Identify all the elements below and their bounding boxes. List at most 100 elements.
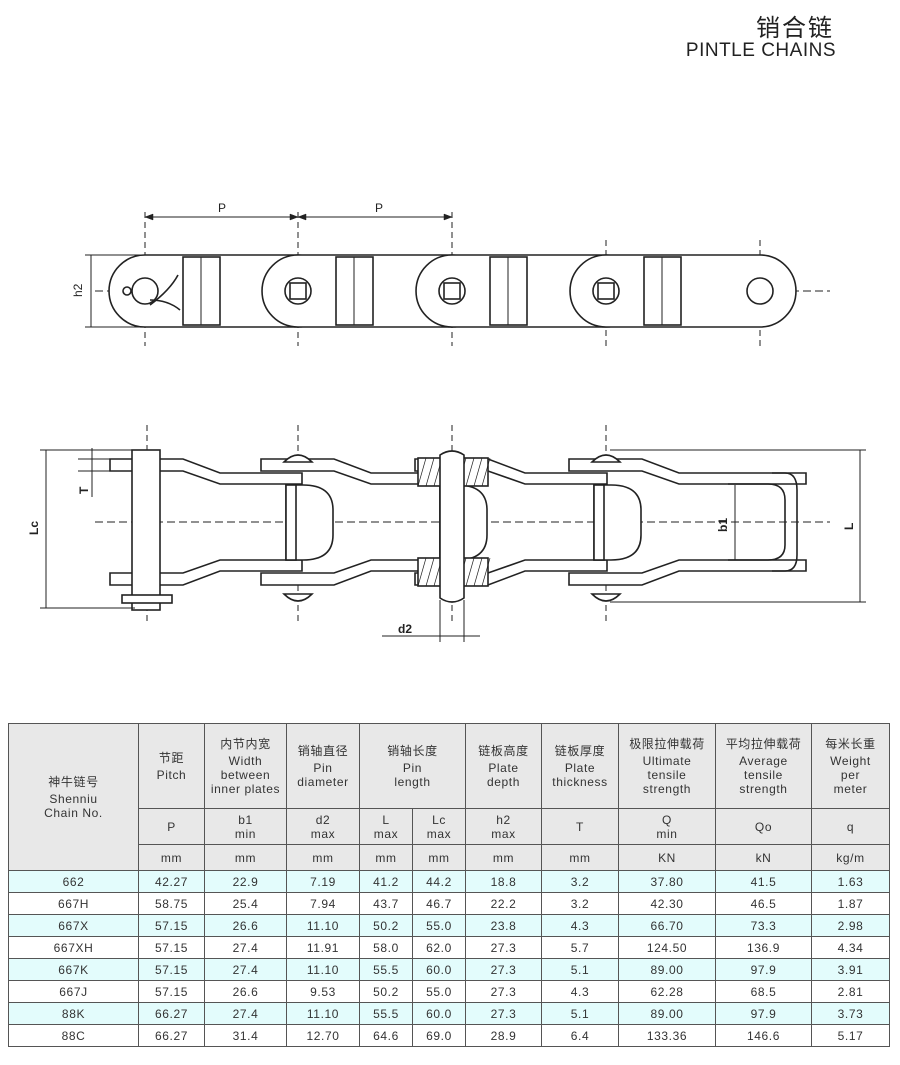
cell-text: 1.87 <box>837 896 864 911</box>
cell-text: 27.3 <box>490 940 517 955</box>
pin-hole <box>592 277 620 305</box>
pin-hole <box>746 277 774 305</box>
symbol: h2 <box>496 812 511 827</box>
cell-text: 55.5 <box>373 962 399 977</box>
cell-text: 4.34 <box>837 940 864 955</box>
value-cell: 5.1 <box>541 1002 619 1025</box>
cell-text: 22.9 <box>232 874 259 889</box>
hatch <box>417 557 427 587</box>
value-cell: 28.9 <box>465 1024 542 1047</box>
header-en: length <box>394 774 431 789</box>
value-cell: 60.0 <box>412 958 466 981</box>
header-en: tensile <box>647 767 687 782</box>
symbol-qualifier: max <box>426 826 452 841</box>
symbol-qualifier: min <box>234 826 257 841</box>
header-en: Average <box>739 753 788 768</box>
cell-text: 43.7 <box>373 896 399 911</box>
value-cell: 57.15 <box>138 936 205 959</box>
value-cell: 27.3 <box>465 980 542 1003</box>
header-unit: mm <box>465 844 542 871</box>
hatch <box>425 457 435 487</box>
barrel-hook <box>593 484 642 561</box>
dimension-labels: P P h2 T Lc b1 L d2 <box>27 201 856 636</box>
cell-text: 37.80 <box>650 874 684 889</box>
cell-text: 9.53 <box>310 984 336 999</box>
value-cell: 55.5 <box>359 1002 413 1025</box>
cell-text: 88C <box>61 1028 86 1043</box>
cell-text: 31.4 <box>232 1028 259 1043</box>
cell-text: 68.5 <box>750 984 777 999</box>
chain-number-cell: 667K <box>8 958 139 981</box>
cell-text: 27.3 <box>490 984 517 999</box>
header-unit: mm <box>286 844 360 871</box>
cell-text: 667H <box>57 896 90 911</box>
header-en: depth <box>486 774 521 789</box>
symbol: T <box>576 819 584 834</box>
chain-number-cell: 667X <box>8 914 139 937</box>
square-pin <box>289 282 307 300</box>
header-cn: 销轴直径 <box>297 743 349 758</box>
value-cell: 66.27 <box>138 1024 205 1047</box>
cell-text: 97.9 <box>750 1006 777 1021</box>
cell-text: 11.10 <box>306 1006 340 1021</box>
header-en: Pin <box>313 760 333 775</box>
riveted-pin <box>131 449 161 611</box>
cell-text: 57.15 <box>154 918 189 933</box>
plate-thickness-label: T <box>77 486 91 494</box>
header-en: tensile <box>744 767 783 782</box>
header-cn: 极限拉伸载荷 <box>629 736 705 751</box>
symbol: L <box>382 812 390 827</box>
value-cell: 3.2 <box>541 892 619 915</box>
square-pin <box>443 282 461 300</box>
arrow-icon <box>289 213 299 221</box>
value-cell: 27.4 <box>204 1002 287 1025</box>
header-en: meter <box>833 781 868 796</box>
value-cell: 27.4 <box>204 958 287 981</box>
cell-text: 66.27 <box>154 1006 189 1021</box>
cell-text: 62.0 <box>426 940 452 955</box>
cell-text: 27.3 <box>490 962 517 977</box>
cell-text: 58.0 <box>373 940 399 955</box>
chain-number-cell: 662 <box>8 870 139 893</box>
cell-text: 5.17 <box>837 1028 864 1043</box>
value-cell: 18.8 <box>465 870 542 893</box>
pin-head <box>590 593 622 602</box>
value-cell: 5.1 <box>541 958 619 981</box>
cell-text: 23.8 <box>490 918 517 933</box>
cell-text: 18.8 <box>490 874 517 889</box>
cell-text: 4.3 <box>570 918 590 933</box>
value-cell: 43.7 <box>359 892 413 915</box>
cell-text: 41.2 <box>373 874 399 889</box>
cell-text: 50.2 <box>373 918 399 933</box>
cell-text: 57.15 <box>154 984 189 999</box>
cell-text: 667J <box>59 984 88 999</box>
hatch <box>465 557 475 587</box>
cell-text: 25.4 <box>232 896 259 911</box>
header-unit: kg/m <box>811 844 890 871</box>
pin-hole <box>438 277 466 305</box>
value-cell: 68.5 <box>715 980 812 1003</box>
value-cell: 27.3 <box>465 1002 542 1025</box>
unit: mm <box>492 850 515 865</box>
sectioned-pin <box>439 450 465 603</box>
value-cell: 3.73 <box>811 1002 890 1025</box>
cotter-pin-icon <box>122 286 132 296</box>
value-cell: 58.0 <box>359 936 413 959</box>
value-cell: 3.2 <box>541 870 619 893</box>
header-cn: 神牛链号 <box>48 774 99 789</box>
value-cell: 22.9 <box>204 870 287 893</box>
cell-text: 26.6 <box>232 984 259 999</box>
value-cell: 62.28 <box>618 980 716 1003</box>
cell-text: 27.4 <box>232 940 259 955</box>
barrel-wall <box>285 484 297 561</box>
symbol: Qo <box>754 819 773 834</box>
cell-text: 146.6 <box>746 1028 781 1043</box>
value-cell: 41.5 <box>715 870 812 893</box>
header-en: strength <box>642 781 692 796</box>
value-cell: 46.7 <box>412 892 466 915</box>
